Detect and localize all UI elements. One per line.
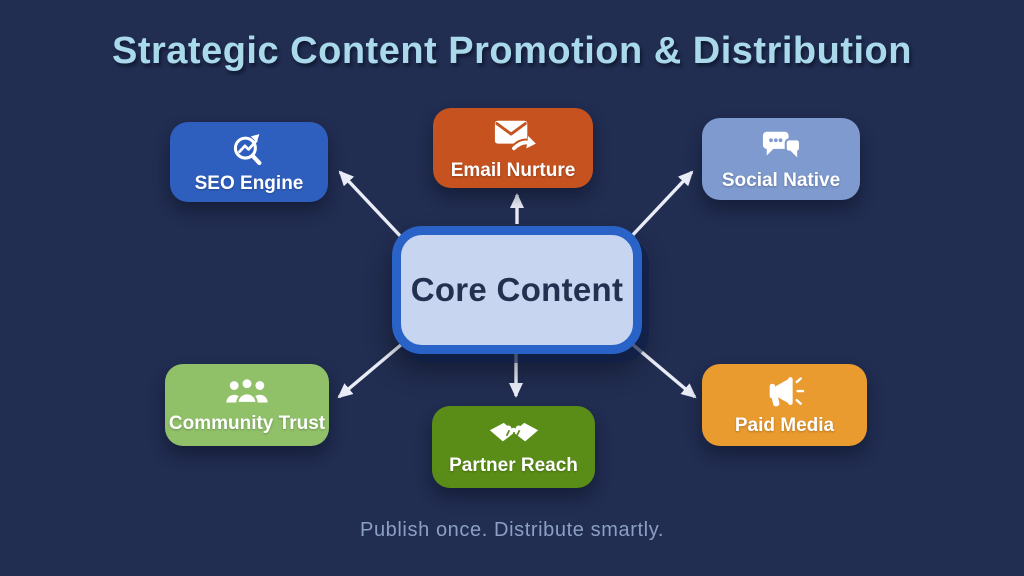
node-partner-reach: Partner Reach — [432, 406, 595, 488]
people-group-icon — [222, 375, 272, 408]
node-label: Community Trust — [168, 413, 326, 434]
arrow-core-to-paid — [630, 342, 697, 399]
arrow-core-to-social — [626, 170, 694, 242]
node-label: Partner Reach — [449, 454, 578, 476]
megaphone-icon — [761, 374, 809, 410]
node-seo-engine: SEO Engine — [170, 122, 328, 202]
core-content-label: Core Content — [410, 271, 624, 308]
node-community-trust: Community Trust — [165, 364, 329, 446]
page-title: Strategic Content Promotion & Distributi… — [112, 30, 912, 72]
node-social-native: Social Native — [702, 118, 860, 200]
handshake-icon — [488, 418, 540, 450]
node-label: Paid Media — [734, 414, 835, 436]
email-forward-icon — [488, 115, 538, 155]
arrow-core-to-community — [337, 342, 404, 399]
node-paid-media: Paid Media — [702, 364, 867, 446]
node-label: Email Nurture — [450, 159, 576, 181]
node-label: SEO Engine — [194, 172, 304, 194]
node-label: Social Native — [721, 169, 841, 191]
search-trend-icon — [227, 130, 271, 168]
node-email-nurture: Email Nurture — [433, 108, 593, 188]
arrow-core-to-seo — [338, 170, 406, 242]
tagline: Publish once. Distribute smartly. — [360, 519, 664, 541]
core-content-node: Core Content — [392, 226, 642, 354]
chat-bubbles-icon — [756, 127, 806, 165]
